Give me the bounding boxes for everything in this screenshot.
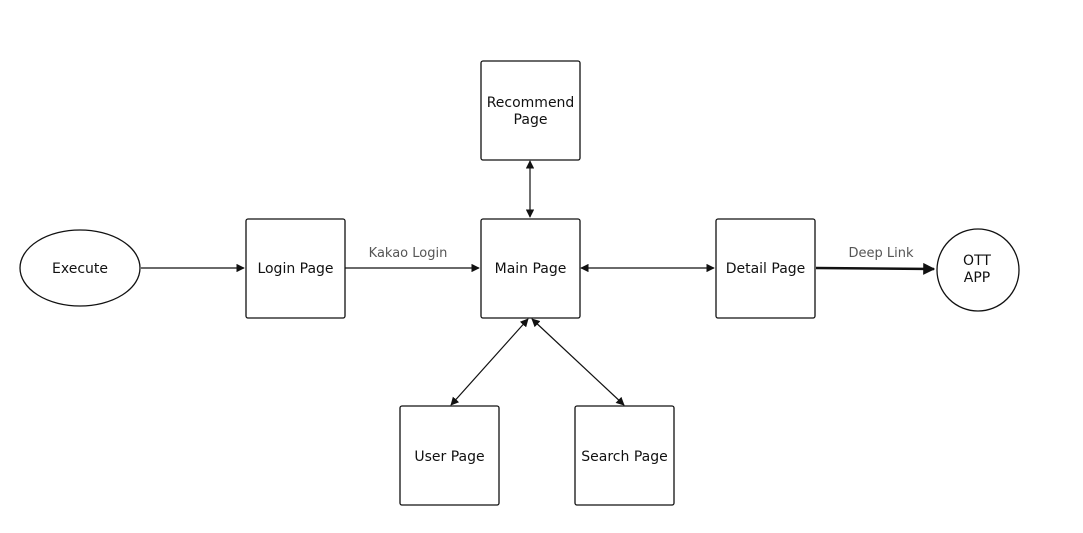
- edge-detail-to-ott: [815, 262, 936, 275]
- node-user-page[interactable]: User Page: [399, 405, 500, 506]
- node-search-page-label: Search Page: [581, 449, 667, 465]
- node-main-page-label: Main Page: [495, 261, 567, 277]
- node-detail-page[interactable]: Detail Page: [715, 218, 816, 319]
- node-login-page[interactable]: Login Page: [245, 218, 346, 319]
- edge-main-user: [450, 318, 529, 406]
- node-ott-app-label-line2: APP: [964, 270, 990, 286]
- node-ott-app-label-line1: OTT: [963, 253, 991, 269]
- node-recommend-page-label-line1: Recommend: [487, 95, 575, 111]
- node-search-page[interactable]: Search Page: [574, 405, 675, 506]
- node-ott-app[interactable]: OTT APP: [936, 228, 1020, 312]
- node-execute-label: Execute: [52, 261, 108, 277]
- edge-main-search: [531, 318, 625, 406]
- node-login-page-label: Login Page: [257, 261, 333, 277]
- node-detail-page-label: Detail Page: [726, 261, 806, 277]
- node-execute[interactable]: Execute: [19, 229, 141, 307]
- edge-label-deep-link: Deep Link: [848, 246, 913, 261]
- node-main-page[interactable]: Main Page: [480, 218, 581, 319]
- node-recommend-page-label-line2: Page: [514, 112, 548, 128]
- edge-label-kakao-login: Kakao Login: [369, 246, 448, 261]
- node-user-page-label: User Page: [414, 449, 484, 465]
- node-recommend-page[interactable]: Recommend Page: [480, 60, 581, 161]
